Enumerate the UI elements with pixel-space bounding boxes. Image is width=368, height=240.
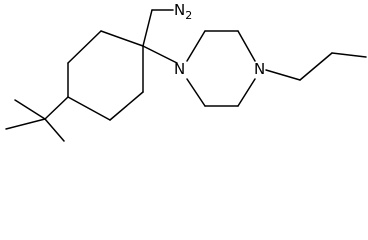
bond: [67, 96, 111, 121]
bond: [331, 52, 367, 58]
bond: [142, 45, 178, 64]
bond: [5, 118, 46, 130]
bond: [67, 30, 102, 64]
piperazine-ring: N N: [142, 30, 265, 107]
amine-label: N2: [174, 1, 192, 22]
propyl-group: [265, 52, 367, 81]
bond: [44, 118, 65, 142]
bond: [186, 78, 206, 107]
chemical-structure: N2 N N: [5, 1, 367, 142]
bond: [237, 78, 256, 107]
bond: [14, 99, 46, 120]
amine-h-count: 2: [185, 9, 192, 22]
tert-butyl-group: [5, 96, 69, 142]
cyclohexane-ring: [67, 30, 144, 121]
piperazine-n4-label: N: [254, 60, 265, 78]
bond: [186, 30, 206, 62]
bond: [299, 52, 333, 81]
bond: [237, 30, 256, 62]
bond: [100, 30, 144, 47]
bond: [265, 69, 301, 81]
bond: [142, 9, 153, 47]
bond: [44, 96, 69, 120]
bond: [109, 91, 144, 121]
aminomethyl-group: N2: [142, 1, 192, 47]
piperazine-n1-label: N: [174, 60, 185, 78]
amine-n: N: [174, 1, 185, 19]
